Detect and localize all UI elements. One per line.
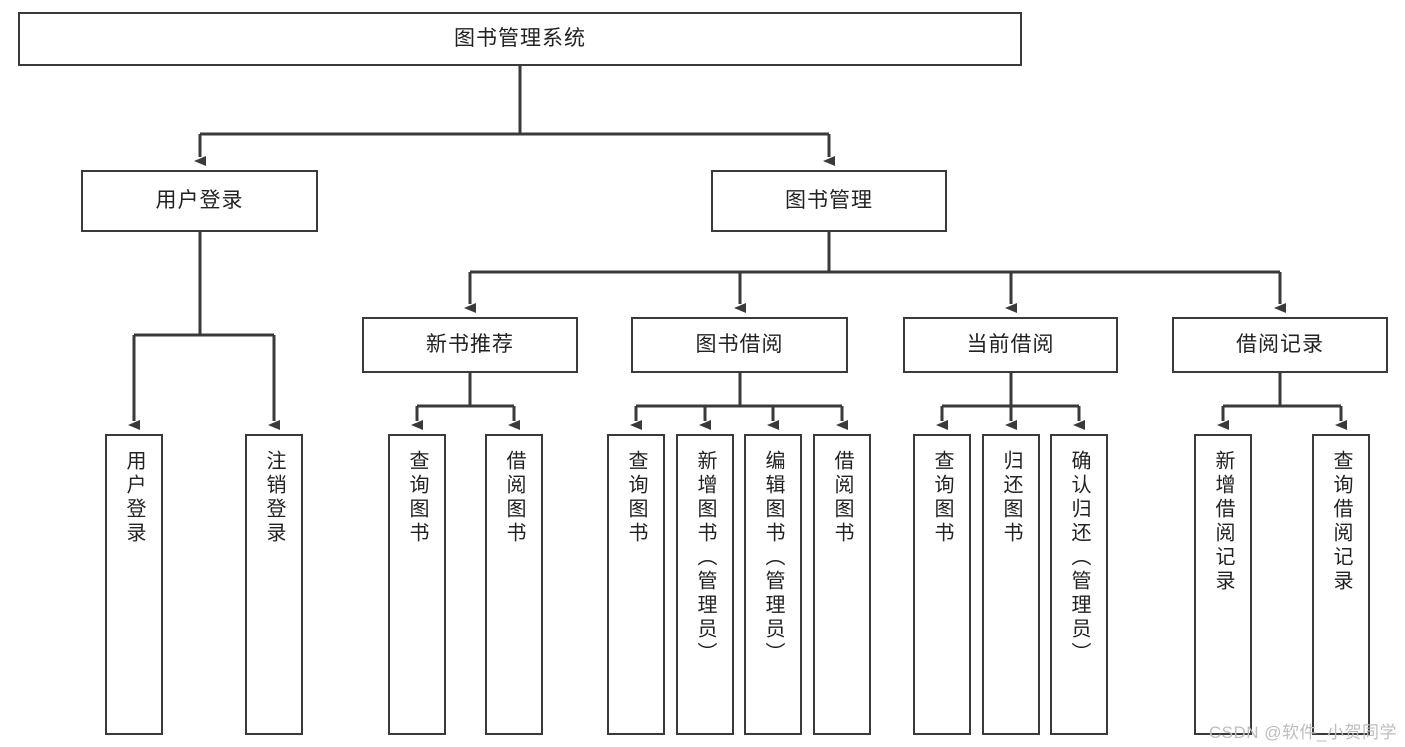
node-leaf-borrow-book-1[interactable]: 借阅图书 [485,434,543,735]
node-label: 借阅记录 [1236,332,1324,356]
node-leaf-user-logout[interactable]: 注销登录 [245,434,303,735]
node-label: 图书借阅 [695,332,784,356]
node-leaf-confirm-return-admin[interactable]: 确认归还（管理员） [1050,434,1108,735]
node-root[interactable]: 图书管理系统 [18,12,1022,66]
node-label: 归还图书 [1000,450,1022,546]
node-user-login[interactable]: 用户登录 [81,170,318,232]
node-label: 用户登录 [123,450,145,546]
node-label: 确认归还（管理员） [1068,450,1090,666]
node-current-borrow[interactable]: 当前借阅 [903,317,1118,373]
node-leaf-query-book-2[interactable]: 查询图书 [607,434,665,735]
node-label: 用户登录 [155,188,244,212]
node-book-borrow[interactable]: 图书借阅 [631,317,848,373]
node-leaf-query-book-3[interactable]: 查询图书 [913,434,971,735]
node-label: 编辑图书（管理员） [762,450,784,666]
node-leaf-edit-book-admin[interactable]: 编辑图书（管理员） [744,434,802,735]
node-label: 新书推荐 [426,332,514,356]
node-label: 查询借阅记录 [1330,450,1352,594]
node-leaf-return-book[interactable]: 归还图书 [982,434,1040,735]
node-label: 查询图书 [625,450,647,546]
node-leaf-query-borrow-record[interactable]: 查询借阅记录 [1312,434,1370,735]
node-leaf-user-login[interactable]: 用户登录 [105,434,163,735]
node-leaf-add-borrow-record[interactable]: 新增借阅记录 [1194,434,1252,735]
node-label: 借阅图书 [831,450,853,546]
node-label: 图书管理 [785,188,873,212]
node-borrow-record[interactable]: 借阅记录 [1172,317,1388,373]
node-label: 注销登录 [263,450,285,546]
node-book-manage[interactable]: 图书管理 [711,170,947,232]
node-leaf-borrow-book-2[interactable]: 借阅图书 [813,434,871,735]
node-label: 新增借阅记录 [1212,450,1234,594]
node-label: 图书管理系统 [454,26,586,50]
node-label: 新增图书（管理员） [694,450,716,666]
node-leaf-add-book-admin[interactable]: 新增图书（管理员） [676,434,734,735]
node-label: 查询图书 [931,450,953,546]
connector-lines [128,66,1347,430]
node-leaf-query-book-1[interactable]: 查询图书 [388,434,446,735]
node-label: 借阅图书 [503,450,525,546]
node-label: 当前借阅 [966,332,1055,356]
node-label: 查询图书 [406,450,428,546]
node-new-book-recommend[interactable]: 新书推荐 [362,317,578,373]
